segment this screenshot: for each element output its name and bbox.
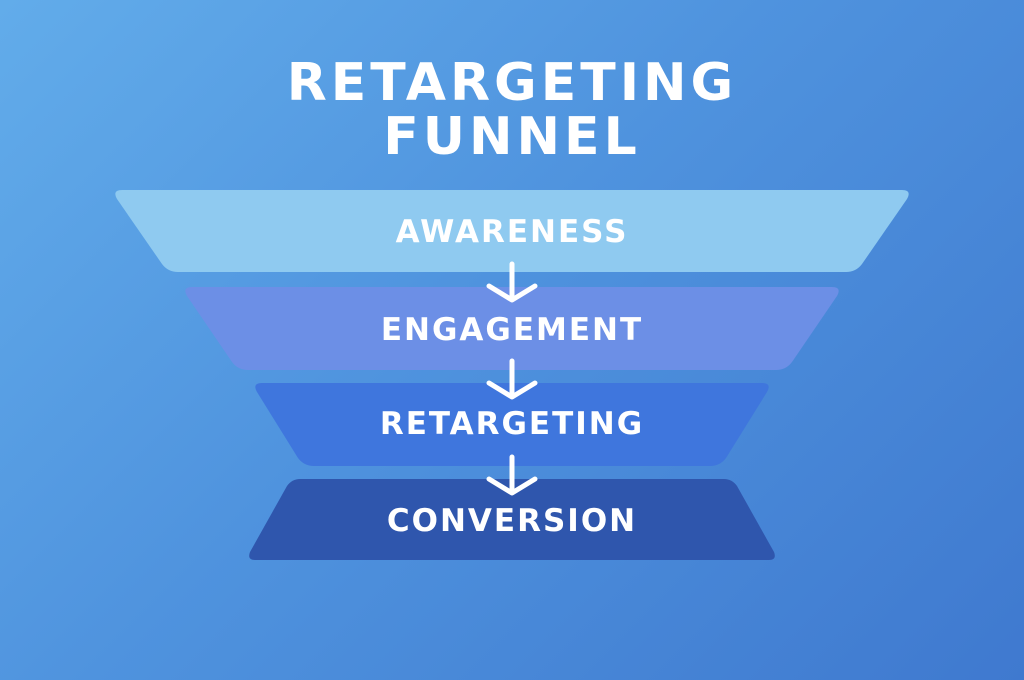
funnel-stage-retargeting: RETARGETING [255, 383, 769, 466]
stage-label: CONVERSION [387, 503, 637, 539]
diagram-title: RETARGETING FUNNEL [0, 56, 1024, 164]
stage-label: AWARENESS [396, 214, 629, 250]
funnel-stage-engagement: ENGAGEMENT [185, 287, 839, 370]
stage-label: ENGAGEMENT [381, 312, 643, 348]
arrow-down-icon [486, 261, 538, 303]
title-line-2: FUNNEL [383, 107, 641, 167]
funnel-stage-awareness: AWARENESS [115, 190, 909, 272]
stage-band [185, 287, 839, 370]
stage-band [115, 190, 909, 272]
stage-band [255, 383, 769, 466]
stage-band [249, 479, 775, 560]
arrow-down-icon [486, 454, 538, 496]
arrow-down-icon [486, 358, 538, 400]
stage-label: RETARGETING [380, 406, 644, 442]
funnel-stage-conversion: CONVERSION [249, 479, 775, 560]
title-line-1: RETARGETING [286, 53, 738, 113]
